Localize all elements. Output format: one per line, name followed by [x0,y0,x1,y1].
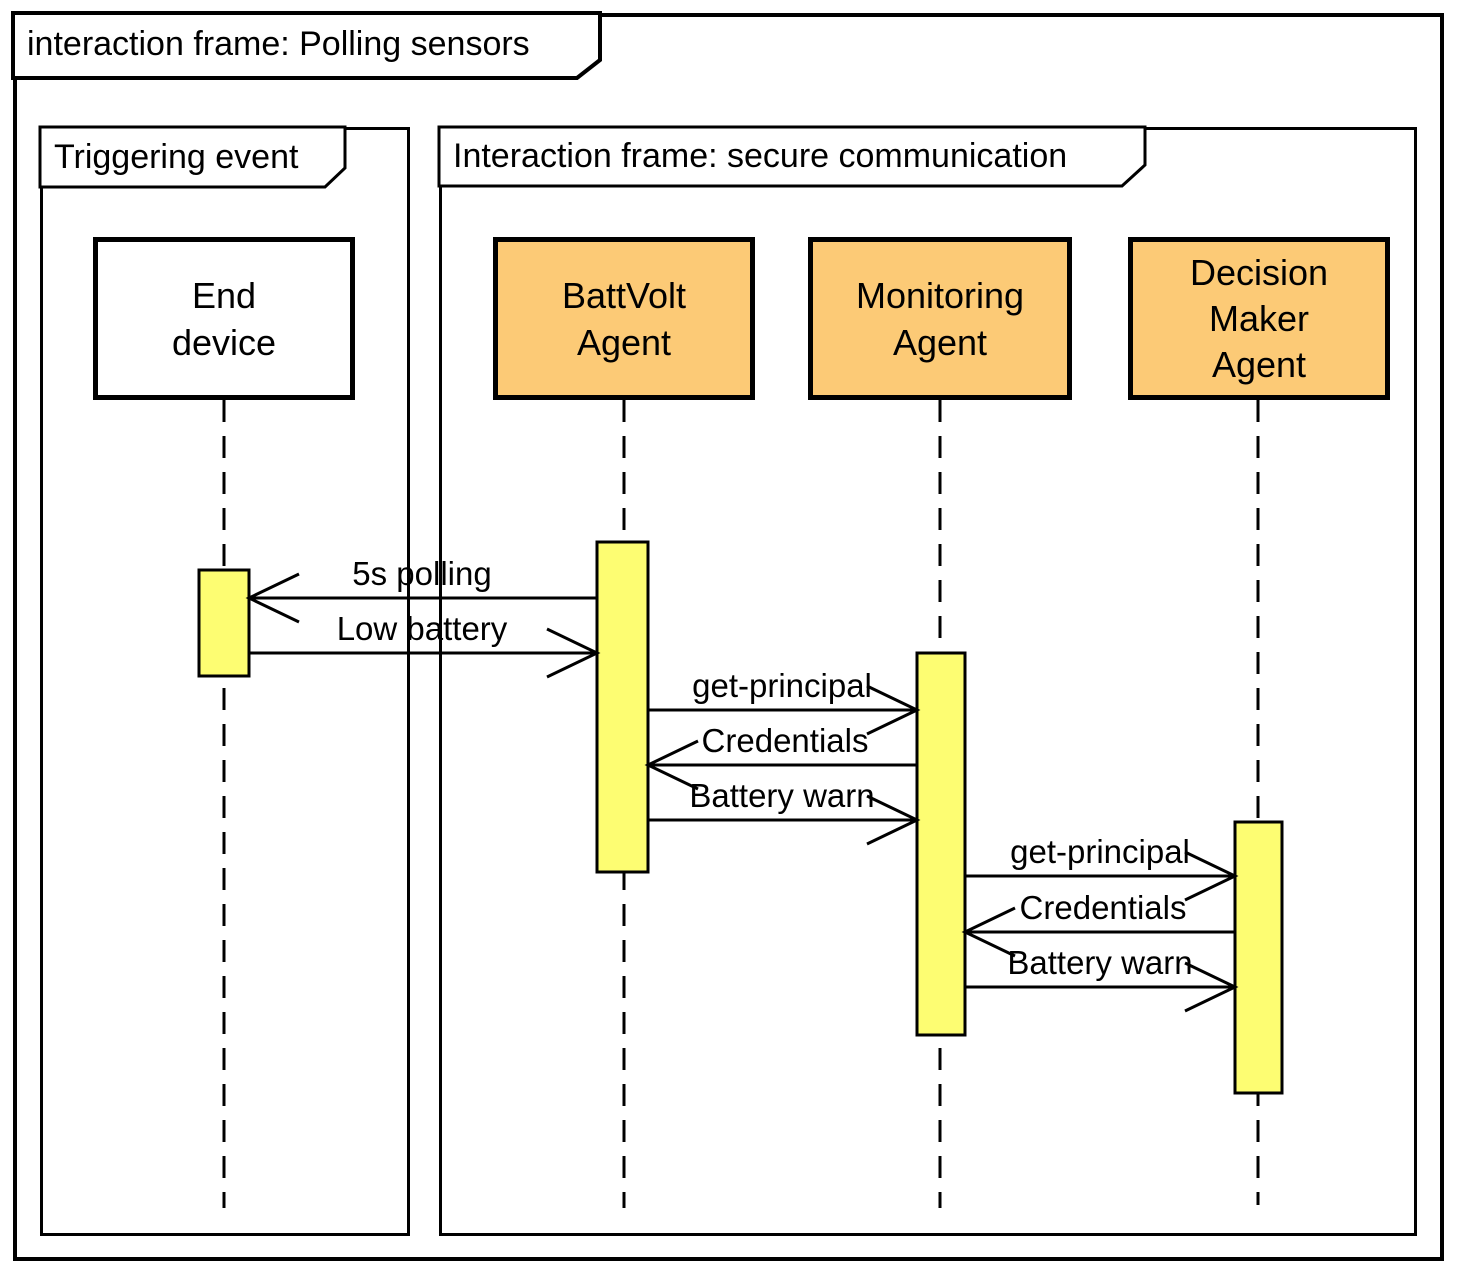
message-label-low-battery: Low battery [336,610,508,647]
activation-monitoring-agent [915,651,967,1037]
triggering-frame-name-text: Triggering event [54,137,299,176]
lifeline-head-decision-line2: Maker [1208,297,1310,339]
message-arrow-get-principal-2 [965,850,1239,902]
outer-frame-name-text: interaction frame: Polling sensors [27,25,530,63]
lifeline-head-end-device: End device [93,237,355,400]
message-arrow-low-battery [249,627,601,679]
activation-decision-maker-agent [1233,820,1284,1095]
message-label-battery-warn-1: Battery warn [689,777,875,814]
message-arrow-credentials-1 [644,739,917,791]
message-label-credentials-2: Credentials [1019,889,1187,926]
activation-end-device [197,568,251,678]
lifeline-head-end-device-line2: device [171,321,277,363]
triggering-frame-name-pentagon [38,125,347,189]
message-arrow-battery-warn-2 [965,961,1239,1013]
lifeline-head-decision-line3: Agent [1211,343,1307,385]
message-label-battery-warn-2: Battery warn [1007,944,1193,981]
lifeline-head-end-device-line1: End [191,274,257,316]
outer-frame-name-pentagon [11,11,602,80]
lifeline-head-monitoring-line1: Monitoring [855,274,1025,316]
secure-frame-name-pentagon [437,125,1147,188]
outer-frame [13,13,1444,1261]
message-label-get-principal-1: get-principal [692,667,872,704]
lifeline-head-battvolt-line2: Agent [576,321,672,363]
lifeline-head-decision-line1: Decision [1189,251,1329,293]
lifeline-head-battvolt-line1: BattVolt [561,274,687,316]
message-label-get-principal-2: get-principal [1010,833,1190,870]
lifeline-head-monitoring-line2: Agent [892,321,988,363]
message-arrow-credentials-2 [961,906,1235,958]
secure-frame-name-text: Interaction frame: secure communication [453,137,1068,175]
message-label-credentials-1: Credentials [701,722,869,759]
activation-battvolt-agent [595,540,650,874]
lifeline-head-battvolt-agent: BattVolt Agent [493,237,755,400]
message-arrow-5s-polling [245,572,597,624]
lifeline-head-decision-maker-agent: Decision Maker Agent [1128,237,1390,400]
secure-frame-name: Interaction frame: secure communication [439,129,1129,184]
triggering-frame-name: Triggering event [40,129,330,185]
message-arrow-get-principal-1 [648,684,921,736]
outer-frame-name: interaction frame: Polling sensors [13,13,583,76]
message-label-5s-polling: 5s polling [352,555,492,592]
lifeline-head-monitoring-agent: Monitoring Agent [808,237,1072,400]
message-arrow-battery-warn-1 [648,794,921,846]
